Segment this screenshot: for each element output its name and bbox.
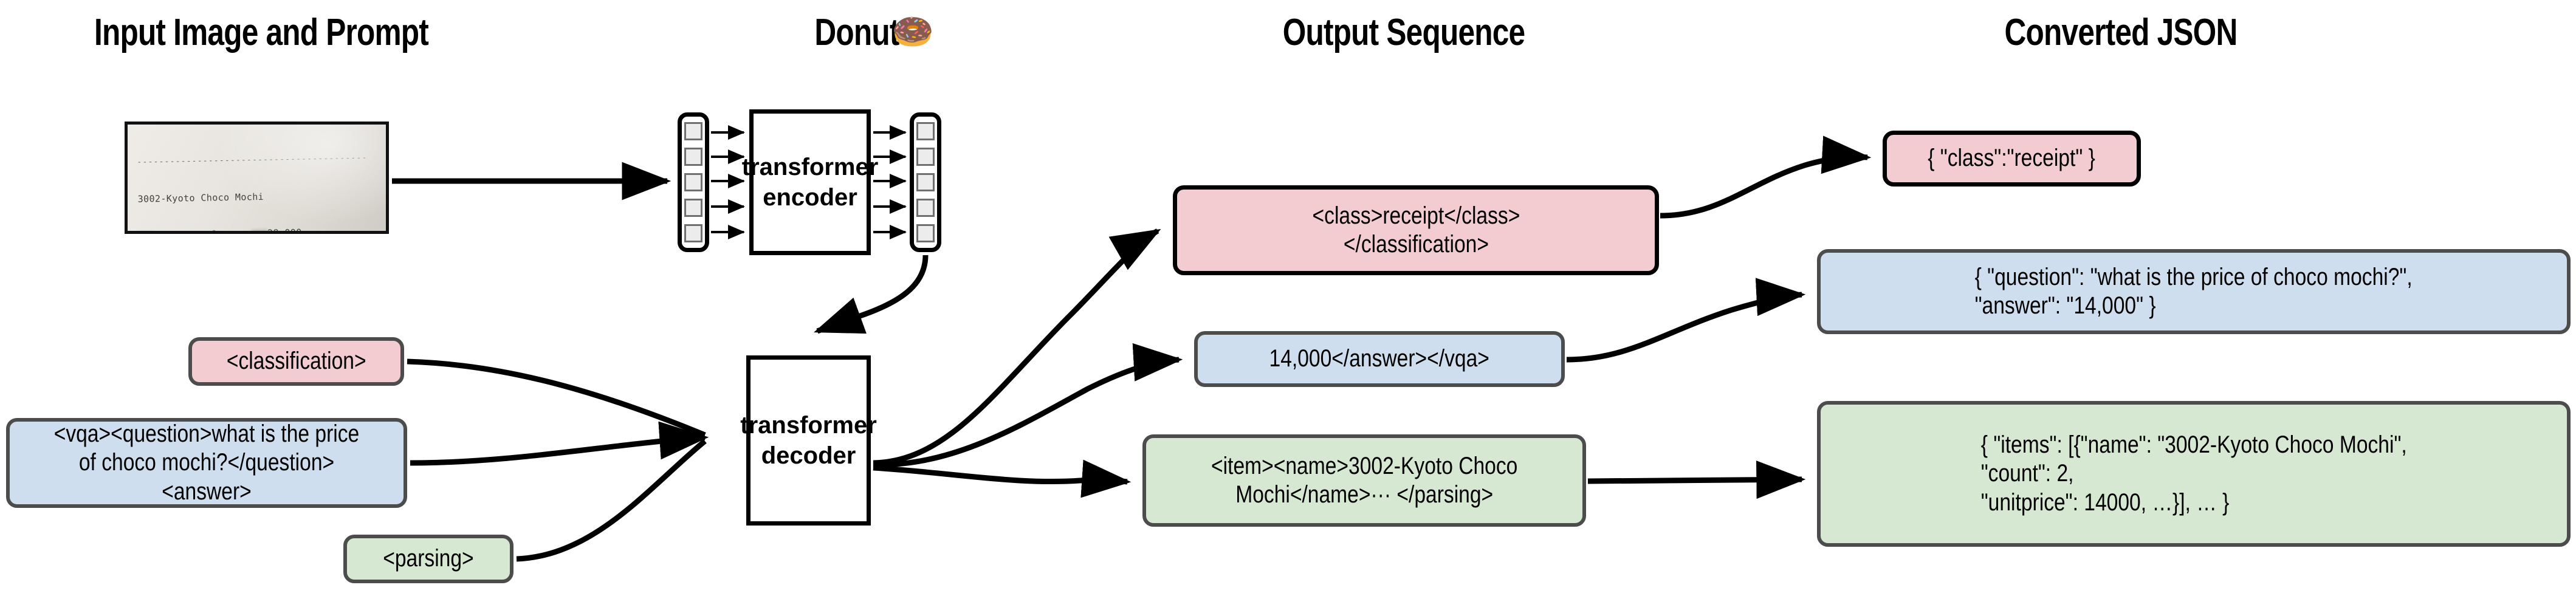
prompt-vqa-box: <vqa><question>what is the price of choc… [6,418,407,508]
encoder-input-token [684,122,702,140]
receipt-text-content: ----------------------------------------… [128,125,386,234]
arrow-vqa-prompt-to-decoder [410,421,709,466]
donut-emoji-icon: 🍩 [891,12,934,50]
heading-output-sequence: Output Sequence [1282,12,1525,53]
encoder-output-token [916,173,935,191]
receipt-input-image: ----------------------------------------… [125,122,389,234]
json-vqa-text: { "question": "what is the price of choc… [1974,263,2413,319]
prompt-vqa-text: <vqa><question>what is the price of choc… [53,420,360,505]
receipt-unit-price-1: 14.000 [154,229,189,231]
arrow-parsing-output-to-json [1587,461,1806,499]
json-parsing-text: { "items": [{"name": "3002-Kyoto Choco M… [1980,431,2407,516]
json-classification-box: { "class":"receipt" } [1883,131,2141,187]
encoder-output-token [916,224,935,242]
arrow-parsing-prompt-to-decoder [516,439,707,562]
receipt-redaction-box [139,231,154,234]
json-parsing-box: { "items": [{"name": "3002-Kyoto Choco M… [1817,401,2571,547]
heading-donut: Donut [814,12,899,53]
arrow-vqa-output-to-json [1566,278,1806,363]
encoder-input-token-strip [678,112,709,252]
output-vqa-text: 14,000</answer></vqa> [1269,345,1490,372]
prompt-classification-box: <classification> [188,337,404,386]
encoder-output-token [916,122,935,140]
json-classification-text: { "class":"receipt" } [1928,145,2096,172]
receipt-count-1: x2 [205,228,217,231]
json-vqa-box: { "question": "what is the price of choc… [1817,249,2571,334]
receipt-divider: ----------------------------------------… [137,153,368,167]
transformer-encoder-block: transformer encoder [742,109,878,255]
encoder-output-token [916,199,935,217]
encoder-input-token [684,173,702,191]
prompt-parsing-box: <parsing> [343,535,513,583]
arrow-decoder-to-vqa-output [873,343,1183,468]
encoder-output-token-strip [910,112,941,252]
receipt-line-name-1: 3002-Kyoto Choco Mochi [137,191,264,205]
arrow-encoder-to-decoder [814,255,929,334]
arrow-classification-output-to-json [1660,135,1872,219]
prompt-parsing-text: <parsing> [383,545,474,572]
receipt-line-price-1: 14.000 x2 28.000 [139,225,377,234]
output-parsing-box: <item><name>3002-Kyoto Choco Mochi</name… [1142,434,1586,527]
receipt-total-1: 28.000 [267,227,302,234]
encoder-input-token [684,148,702,166]
output-classification-box: <class>receipt</class> </classification> [1173,185,1659,275]
prompt-classification-text: <classification> [226,348,366,375]
output-parsing-text: <item><name>3002-Kyoto Choco Mochi</name… [1211,452,1518,508]
encoder-input-token [684,199,702,217]
arrow-classification-prompt-to-decoder [407,358,706,438]
transformer-decoder-block: transformer decoder [740,355,877,526]
arrow-decoder-to-parsing-output [873,459,1132,498]
output-classification-text: <class>receipt</class> </classification> [1312,202,1520,258]
encoder-output-token [916,148,935,166]
transformer-decoder-label: transformer decoder [740,412,877,469]
heading-converted-json: Converted JSON [2004,12,2238,53]
transformer-encoder-label: transformer encoder [741,154,879,211]
output-vqa-box: 14,000</answer></vqa> [1194,331,1565,387]
heading-input-image-and-prompt: Input Image and Prompt [94,12,429,53]
receipt-redaction-box [251,229,268,231]
arrow-decoder-to-classification-output [873,228,1161,466]
encoder-input-token [684,224,702,242]
